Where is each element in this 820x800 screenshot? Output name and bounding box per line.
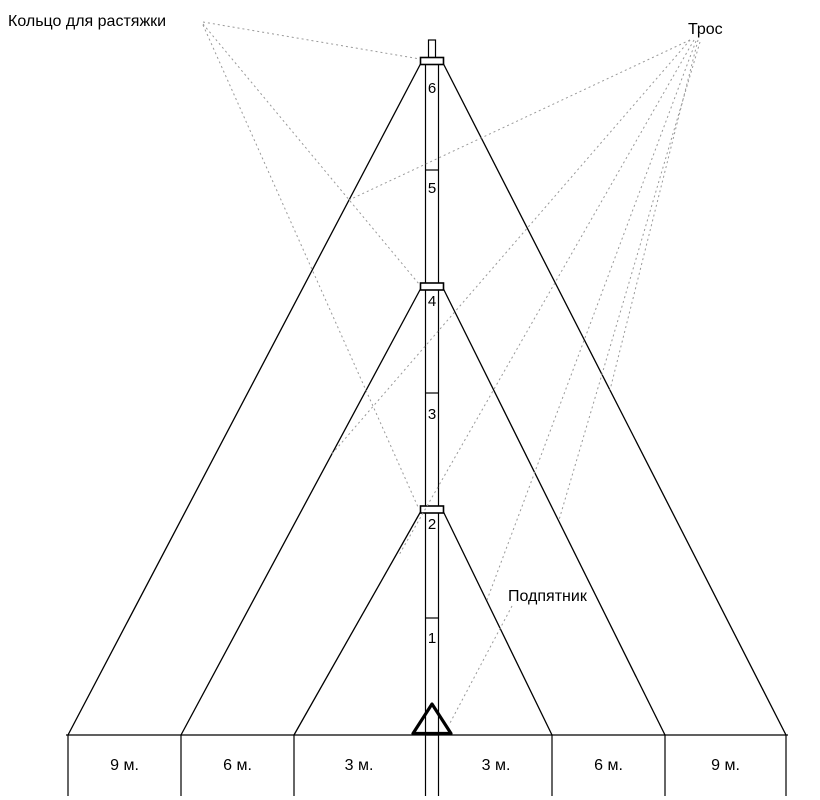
mast-section-number-5: 5 [428,180,436,197]
leader-base-support [449,605,513,724]
leader-cable-left-inner [398,39,695,556]
base-support-triangle [411,702,453,736]
guy-wire-right-middle [442,287,666,736]
distance-label-right-6m: 6 м. [594,757,623,774]
mast-section-number-4: 4 [428,293,436,310]
leader-guy-ring-top [202,21,421,60]
distance-label-right-9m: 9 м. [711,757,740,774]
guy-ring-middle [419,282,445,291]
mast-section-number-6: 6 [428,80,436,97]
mast [411,39,453,736]
label-cable: Трос [688,21,723,38]
mast-top-cap [427,39,437,60]
mast-section-number-3: 3 [428,406,436,423]
guy-wire-left-inner [293,510,422,736]
guy-wire-right-inner [442,510,553,736]
distance-label-left-3m: 3 м. [345,757,374,774]
label-base-support: Подпятник [508,588,588,605]
label-guy-ring: Кольцо для растяжки [8,13,166,30]
guy-ring-bottom [419,505,445,514]
leader-cable-right-inner [486,40,697,601]
text-labels: Кольцо для растяжки Трос Подпятник 6 5 4… [8,13,740,774]
guy-wire-right-outer [442,62,787,736]
leader-cable-left-middle [330,39,691,456]
distance-label-left-9m: 9 м. [110,757,139,774]
leader-lines [202,21,701,724]
leader-cable-right-outer [609,39,699,391]
guy-wire-left-middle [180,287,422,736]
ground [66,734,788,796]
guy-ring-top [419,56,445,66]
guy-wire-left-outer [67,62,422,736]
leader-cable-left-outer [348,39,691,201]
leader-guy-ring-bottom [202,24,419,508]
distance-label-right-3m: 3 м. [482,757,511,774]
distance-label-left-6m: 6 м. [223,757,252,774]
leader-guy-ring-middle [202,23,420,285]
leader-cable-right-middle [558,41,701,521]
mast-section-number-2: 2 [428,516,436,533]
mast-section-number-1: 1 [428,630,436,647]
guy-wires [67,62,787,736]
